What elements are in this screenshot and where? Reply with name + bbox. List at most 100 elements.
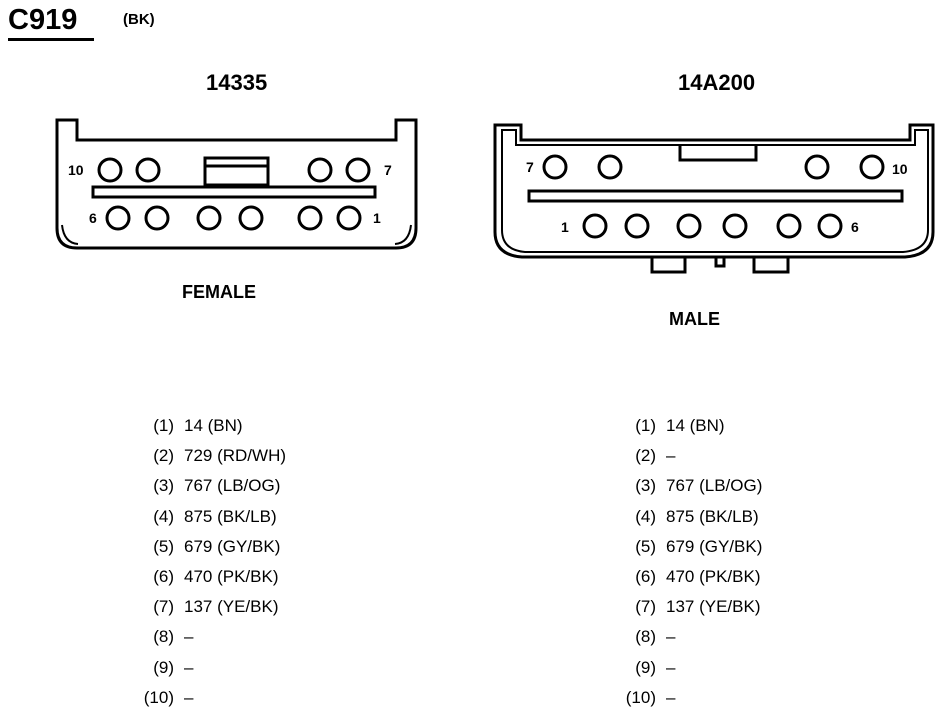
pin-row: (1) 14 (BN) [138, 411, 286, 441]
pin-cavity [676, 213, 702, 239]
pin-row: (6) 470 (PK/BK) [138, 562, 286, 592]
pin-number: (3) [635, 476, 656, 496]
pin-circuit: – [666, 627, 676, 647]
pin-number: (8) [153, 627, 174, 647]
left-part-number: 14335 [206, 70, 268, 95]
pin-number: (1) [153, 416, 174, 435]
pin-number: (7) [635, 597, 656, 617]
pin-row: (2)– [620, 441, 762, 471]
pin-circuit: – [184, 627, 194, 647]
pin-circuit: 679 (GY/BK) [184, 536, 281, 556]
male-pin-table: (1)14 (BN) (2)– (3)767 (LB/OG) (4)875 (B… [620, 411, 763, 713]
pin-number: (6) [153, 566, 174, 586]
pin-circuit: 14 (BN) [666, 416, 725, 435]
female-pin-cavities [97, 157, 371, 231]
pin-circuit: 14 (BN) [184, 416, 243, 435]
pin-circuit: – [666, 687, 676, 707]
pin-number: (2) [153, 446, 174, 466]
pin-cavity [859, 154, 885, 180]
pin-circuit: – [184, 687, 194, 707]
pin-row: (7) 137 (YE/BK) [620, 592, 762, 622]
pin-cavity [597, 154, 623, 180]
pin-row: (3) 767 (LB/OG) [138, 471, 286, 501]
pin-cavity [97, 157, 123, 183]
pin-label: 10 [68, 162, 84, 178]
pin-circuit: 729 (RD/WH) [184, 446, 287, 466]
pin-cavity [582, 213, 608, 239]
pin-cavity [624, 213, 650, 239]
pin-label: 10 [892, 161, 908, 177]
pin-circuit: 679 (GY/BK) [666, 536, 763, 556]
pin-label: 6 [851, 219, 859, 235]
connector-diagram: 10 7 6 1 7 10 1 6 [55, 118, 935, 274]
pin-cavity [542, 154, 568, 180]
pin-row: (9)– [138, 653, 286, 683]
male-pin-cavities [542, 154, 885, 239]
pin-label: 1 [373, 210, 381, 226]
pin-number: (8) [635, 627, 656, 647]
pin-label: 7 [384, 162, 392, 178]
pin-row: (10)– [620, 683, 762, 713]
pin-circuit: 875 (BK/LB) [666, 506, 759, 526]
pin-cavity [336, 205, 362, 231]
pin-row: (9)– [620, 653, 762, 683]
pin-number: (9) [153, 657, 174, 677]
pin-number: (5) [635, 536, 656, 556]
pin-row: (8)– [138, 622, 286, 652]
pin-cavity [307, 157, 333, 183]
male-connector-face [493, 123, 935, 274]
pin-row: (7) 137 (YE/BK) [138, 592, 286, 622]
pin-number: (9) [635, 657, 656, 677]
pin-row: (3) 767 (LB/OG) [620, 471, 762, 501]
pin-cavity [105, 205, 131, 231]
pin-row: (10)– [138, 683, 286, 713]
pin-number: (10) [143, 687, 174, 707]
pin-row: (2) 729 (RD/WH) [138, 441, 286, 471]
pin-number: (5) [153, 536, 174, 556]
connector-color: (BK) [123, 11, 155, 28]
connector-id: C919 [8, 4, 78, 36]
female-connector-face [55, 118, 418, 250]
pin-circuit: – [666, 446, 676, 466]
pin-number: (7) [153, 597, 174, 617]
pin-cavity [135, 157, 161, 183]
pin-row: (5) 679 (GY/BK) [620, 532, 762, 562]
pin-row: (4) 875 (BK/LB) [138, 502, 286, 532]
pin-label: 1 [561, 219, 569, 235]
pin-number: (3) [153, 476, 174, 496]
pin-cavity [345, 157, 371, 183]
pin-row: (8)– [620, 622, 762, 652]
male-label: MALE [669, 309, 720, 329]
title-underline [8, 38, 94, 41]
pin-row: (6) 470 (PK/BK) [620, 562, 762, 592]
pin-label: 6 [89, 210, 97, 226]
female-pin-table: (1) 14 (BN) (2) 729 (RD/WH) (3) 767 (LB/OG)… [138, 411, 286, 713]
pin-circuit: 767 (LB/OG) [184, 476, 281, 496]
pin-cavity [804, 154, 830, 180]
pin-row: (5) 679 (GY/BK) [138, 532, 286, 562]
female-label: FEMALE [182, 282, 256, 302]
pin-circuit: 137 (YE/BK) [666, 597, 761, 617]
pin-number: (6) [635, 566, 656, 586]
pin-cavity [817, 213, 843, 239]
pin-cavity [144, 205, 170, 231]
pin-circuit: 470 (PK/BK) [666, 566, 761, 586]
pin-cavity [297, 205, 323, 231]
pin-circuit: 137 (YE/BK) [184, 597, 279, 617]
pin-label: 7 [526, 159, 534, 175]
pin-row: (4) 875 (BK/LB) [620, 502, 762, 532]
pin-cavity [238, 205, 264, 231]
pin-circuit: 767 (LB/OG) [666, 476, 763, 496]
pin-number: (4) [635, 506, 656, 526]
right-part-number: 14A200 [678, 70, 756, 95]
pin-circuit: 470 (PK/BK) [184, 566, 279, 586]
pin-circuit: – [184, 657, 194, 677]
pin-row: (1)14 (BN) [620, 411, 762, 441]
pin-circuit: – [666, 657, 676, 677]
pin-circuit: 875 (BK/LB) [184, 506, 277, 526]
pin-cavity [722, 213, 748, 239]
pin-number: (10) [625, 687, 656, 707]
pin-number: (4) [153, 506, 174, 526]
pin-cavity [776, 213, 802, 239]
pin-number: (2) [635, 446, 656, 466]
